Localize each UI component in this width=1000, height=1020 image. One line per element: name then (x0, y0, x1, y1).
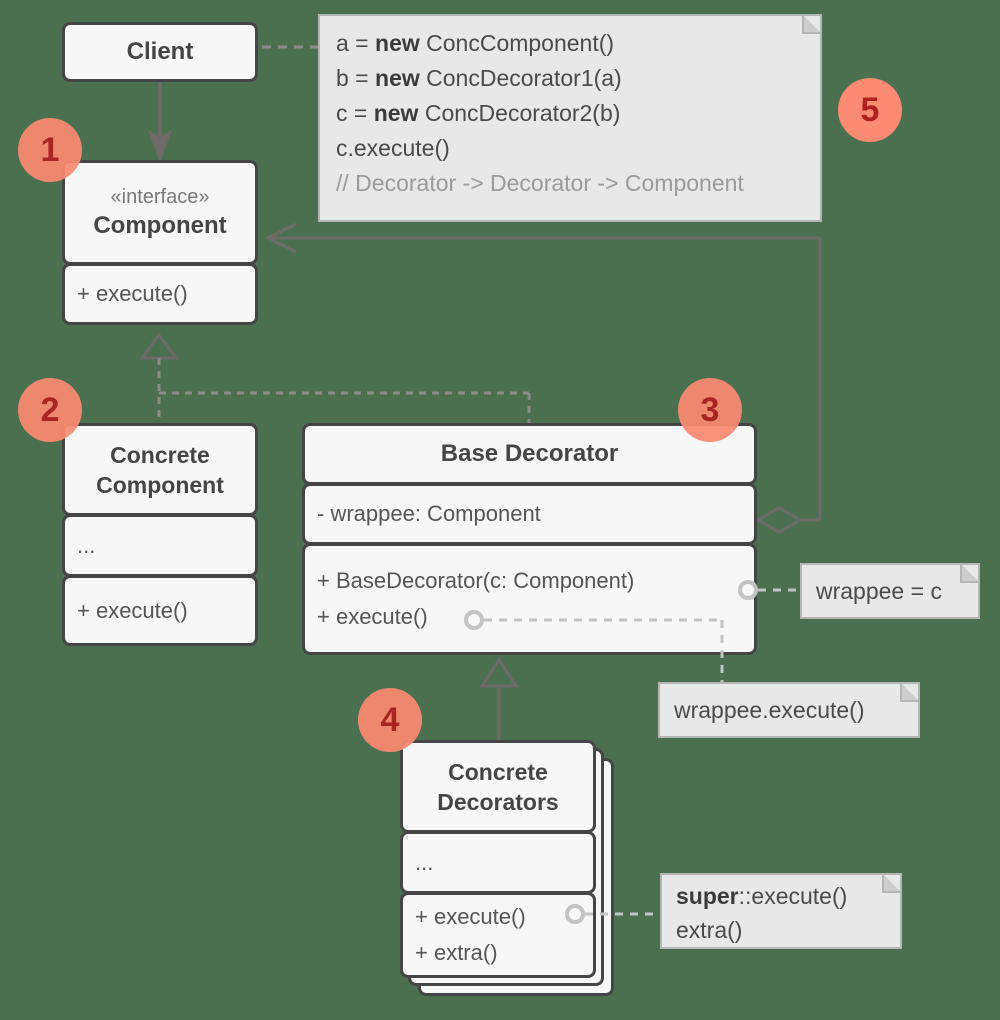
step-badge-2[interactable]: 2 (18, 378, 82, 442)
note-super-execute-body: super::execute() extra() (662, 875, 900, 951)
note-super-execute-line1: super::execute() (676, 879, 886, 913)
class-title-concrete-decorators-line1: Concrete (448, 758, 548, 785)
class-box-client[interactable]: Client (62, 22, 258, 82)
concrete-component-method-execute: + execute() (77, 597, 188, 623)
note-super-execute[interactable]: super::execute() extra() (660, 873, 902, 949)
code-post-3: ConcDecorator2(b) (418, 100, 621, 126)
note-client-code[interactable]: a = new ConcComponent() b = new ConcDeco… (318, 14, 822, 222)
note-client-code-body: a = new ConcComponent() b = new ConcDeco… (320, 16, 820, 211)
step-badge-1[interactable]: 1 (18, 118, 82, 182)
code-pre-1: a = (336, 30, 376, 56)
concrete-component-methods-section: + execute() (62, 575, 258, 646)
class-title-client: Client (126, 38, 194, 65)
class-title-component: Component (93, 212, 227, 239)
concrete-decorators-method-extra: + extra() (415, 940, 498, 965)
note-code-line-1: a = new ConcComponent() (336, 26, 804, 61)
concrete-component-header-section: Concrete Component (62, 423, 258, 516)
base-decorator-field-wrappee: - wrappee: Component (317, 501, 541, 526)
note-wrappee-assign[interactable]: wrappee = c (800, 563, 980, 619)
note-wrappee-assign-body: wrappee = c (802, 565, 978, 617)
component-header-section: «interface» Component (62, 160, 258, 265)
code-kw-3: new (373, 100, 419, 126)
class-title-concrete-component-line1: Concrete (110, 441, 210, 468)
concrete-component-fields-section: ... (62, 514, 258, 577)
base-decorator-methods-section: + BaseDecorator(c: Component) + execute(… (302, 543, 757, 655)
code-post-1: ConcComponent() (419, 30, 615, 56)
step-badge-5[interactable]: 5 (838, 78, 902, 142)
code-post-2: ConcDecorator1(a) (419, 65, 622, 91)
concrete-decorators-header-section: Concrete Decorators (400, 740, 596, 833)
base-decorator-method-execute: + execute() (317, 604, 428, 629)
note-wrappee-assign-text: wrappee = c (816, 578, 942, 604)
note-code-line-4: c.execute() (336, 131, 804, 166)
concrete-decorators-field-ellipsis: ... (415, 849, 434, 875)
concrete-decorators-method-execute: + execute() (415, 904, 526, 929)
base-decorator-fields-section: - wrappee: Component (302, 483, 757, 545)
class-title-base-decorator: Base Decorator (440, 440, 619, 467)
class-box-component[interactable]: «interface» Component + execute() (62, 160, 258, 325)
note-code-line-2: b = new ConcDecorator1(a) (336, 61, 804, 96)
concrete-decorators-methods-section: + execute() + extra() (400, 892, 596, 978)
component-methods-section: + execute() (62, 263, 258, 325)
code-pre-2: b = (336, 65, 376, 91)
class-box-concrete-component[interactable]: Concrete Component ... + execute() (62, 423, 258, 646)
component-method-execute: + execute() (77, 281, 188, 306)
step-badge-3[interactable]: 3 (678, 378, 742, 442)
base-decorator-method-constructor: + BaseDecorator(c: Component) (317, 568, 635, 593)
code-pre-4: c.execute() (336, 135, 450, 161)
note-wrappee-execute-body: wrappee.execute() (660, 684, 918, 736)
code-pre-3: c = (336, 100, 374, 126)
step-badge-4[interactable]: 4 (358, 688, 422, 752)
note-wrappee-execute[interactable]: wrappee.execute() (658, 682, 920, 738)
note-code-line-3: c = new ConcDecorator2(b) (336, 96, 804, 131)
note-wrappee-execute-text: wrappee.execute() (674, 697, 865, 723)
note-code-comment: // Decorator -> Decorator -> Component (336, 170, 744, 196)
super-rest: ::execute() (738, 883, 848, 909)
super-keyword: super (676, 883, 739, 909)
class-box-base-decorator[interactable]: Base Decorator - wrappee: Component + Ba… (302, 423, 757, 655)
class-title-concrete-component-line2: Component (96, 471, 224, 498)
code-kw-2: new (375, 65, 420, 91)
class-box-concrete-decorators[interactable]: Concrete Decorators ... + execute() + ex… (400, 740, 596, 978)
component-stereotype: «interface» (110, 186, 210, 208)
concrete-component-field-ellipsis: ... (77, 532, 96, 558)
code-kw-1: new (375, 30, 420, 56)
class-title-concrete-decorators-line2: Decorators (437, 788, 559, 815)
note-super-execute-line2: extra() (676, 917, 743, 943)
